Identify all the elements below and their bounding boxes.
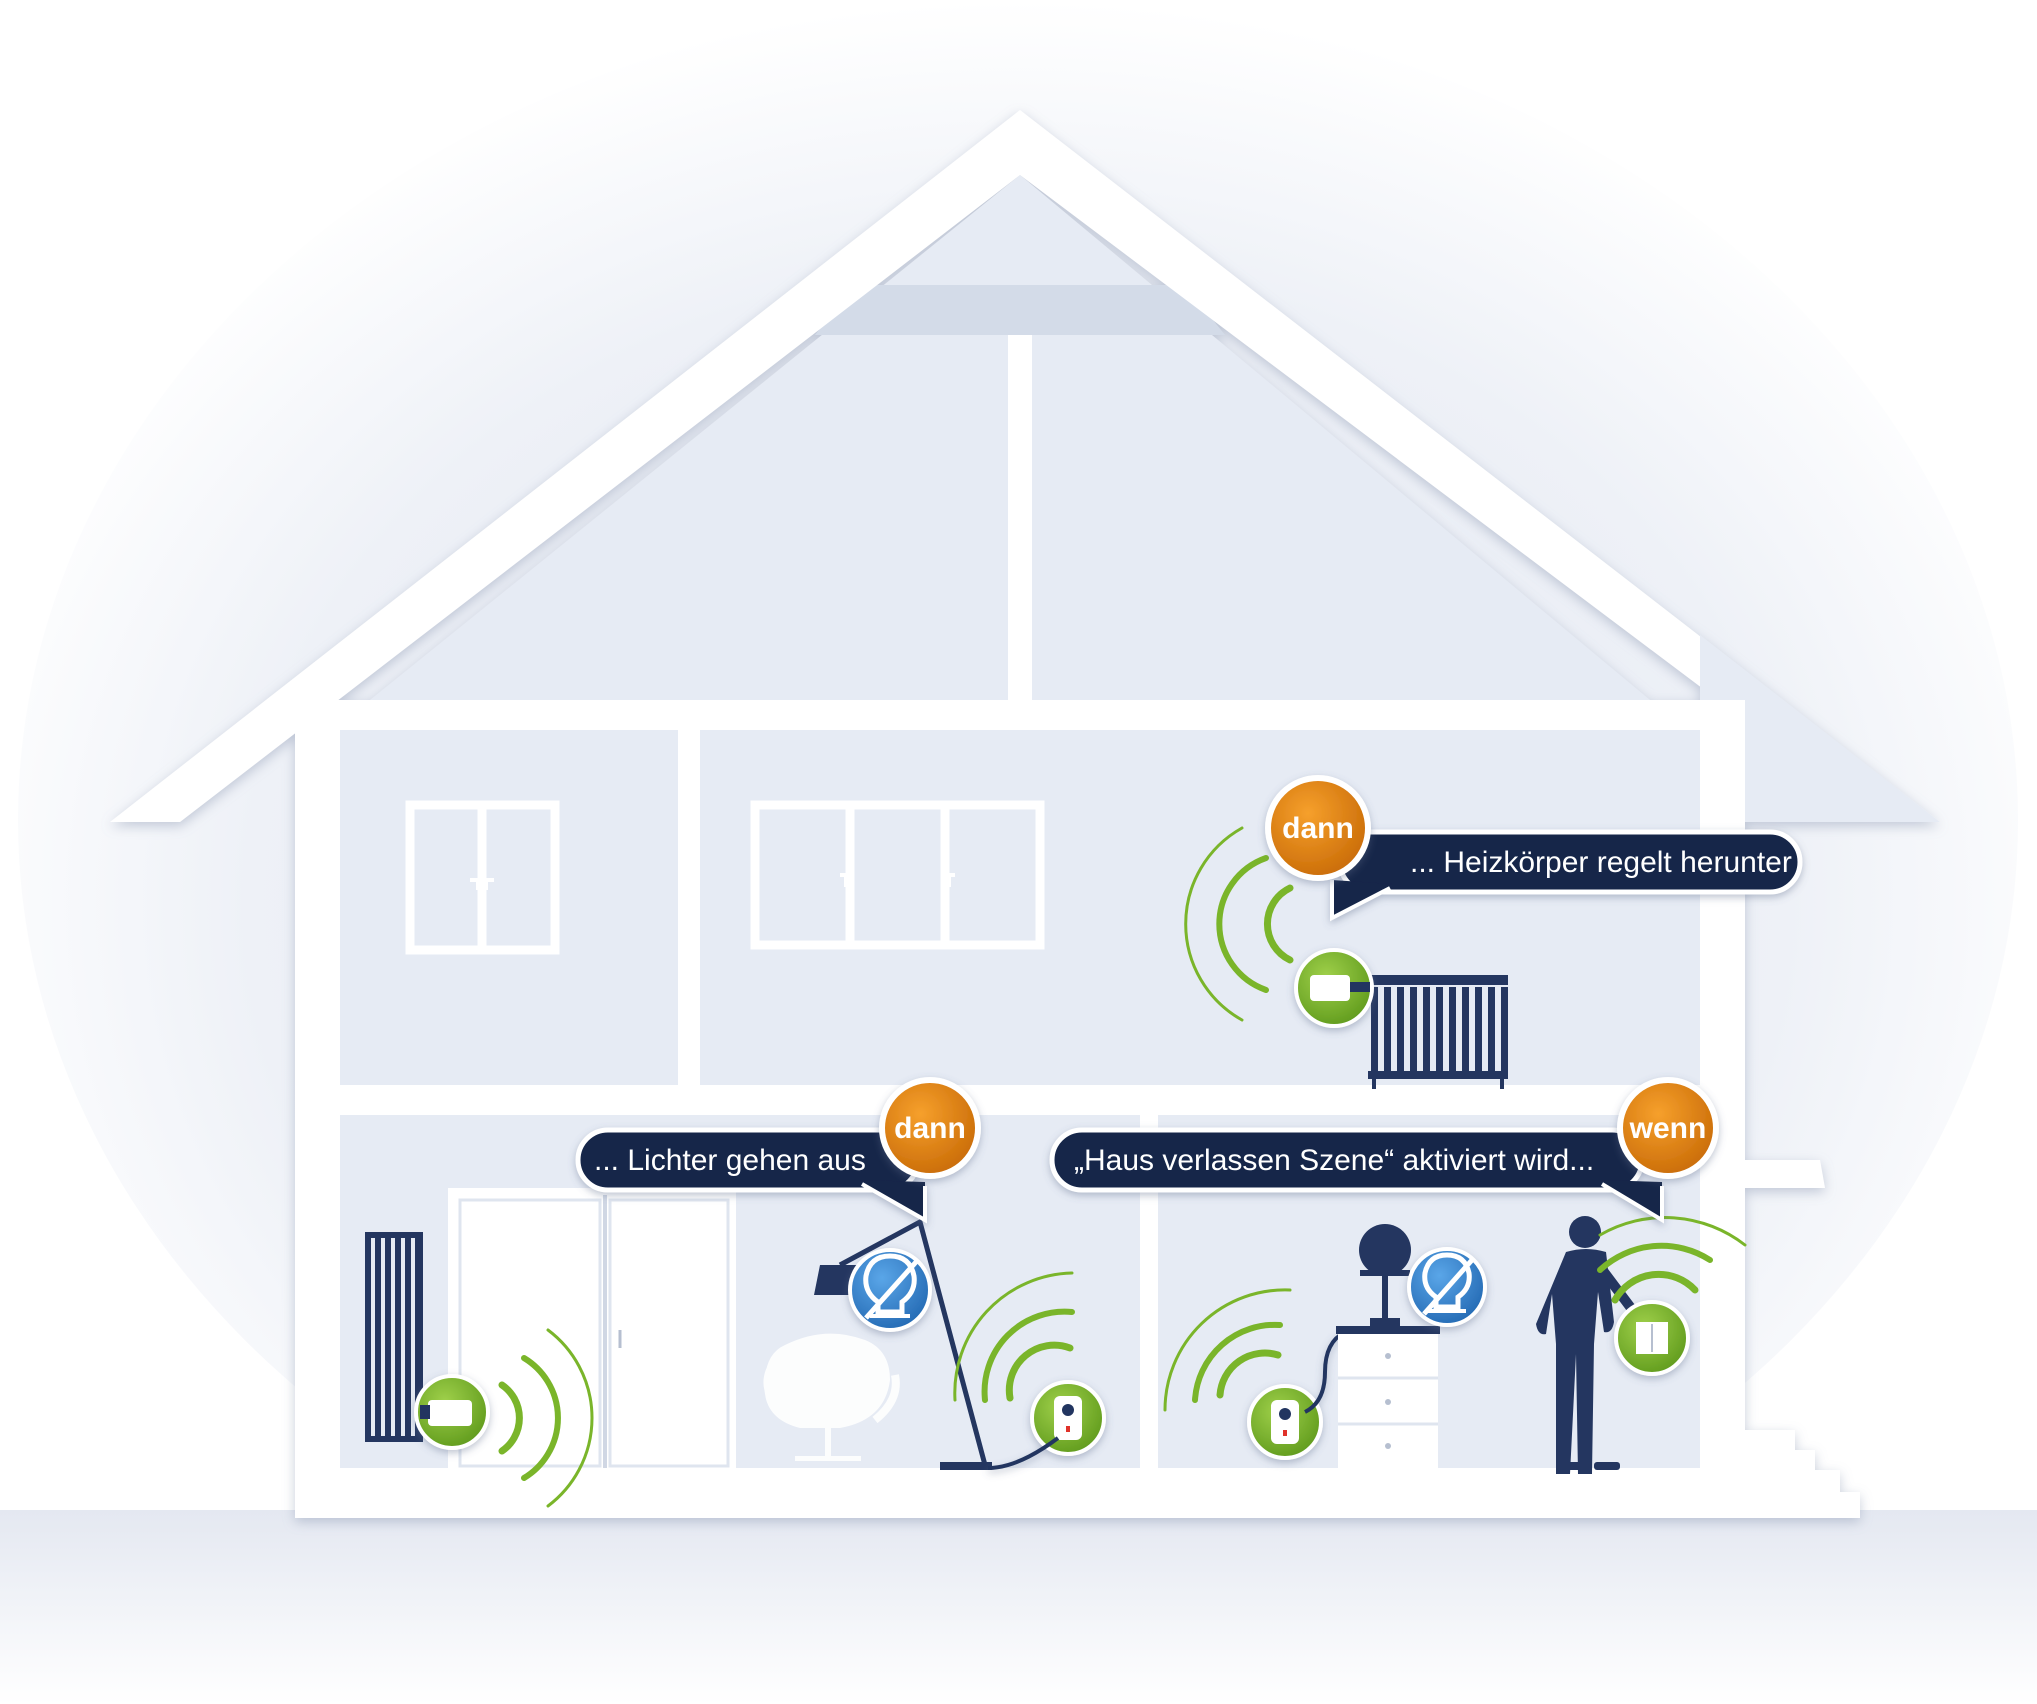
callout-lights: ... Lichter gehen aus	[575, 1127, 927, 1224]
callout-lights-text: ... Lichter gehen aus	[594, 1144, 866, 1177]
badge-then-lights-text: dann	[894, 1112, 966, 1145]
cabinet-icon	[1336, 1326, 1440, 1468]
callout-radiator: ... Heizkörper regelt herunter	[1330, 829, 1803, 922]
smart-plug-icon	[1247, 1330, 1346, 1460]
wireless-signal-icon	[1163, 1288, 1292, 1412]
badge-then-lights: dann	[879, 1077, 981, 1179]
thermostat-icon	[414, 1374, 490, 1450]
light-off-icon	[1407, 1247, 1487, 1327]
wireless-signal-icon	[498, 1328, 594, 1508]
callout-scene-text: „Haus verlassen Szene“ aktiviert wird...	[1074, 1144, 1594, 1177]
wireless-signal-icon	[953, 1271, 1075, 1403]
light-off-icon	[848, 1248, 932, 1332]
callout-scene: „Haus verlassen Szene“ aktiviert wird...	[1049, 1127, 1664, 1224]
wireless-signal-icon	[1597, 1216, 1747, 1304]
badge-then-radiator: dann	[1265, 775, 1371, 881]
table-lamp-icon	[1359, 1224, 1411, 1326]
smart-plug-icon	[987, 1380, 1106, 1470]
chair-icon	[763, 1333, 900, 1461]
wireless-signal-icon	[1184, 826, 1294, 1022]
window-left	[405, 800, 560, 955]
thermostat-icon	[1294, 948, 1374, 1028]
radiator-icon	[365, 1232, 423, 1442]
window-center	[750, 800, 1045, 950]
badge-when-scene-text: wenn	[1629, 1112, 1707, 1145]
radiator-icon	[1368, 975, 1508, 1089]
wall-switch-icon	[1614, 1300, 1690, 1376]
callout-radiator-text: ... Heizkörper regelt herunter	[1410, 846, 1792, 879]
badge-when-scene: wenn	[1617, 1077, 1719, 1179]
badge-then-radiator-text: dann	[1282, 812, 1354, 845]
